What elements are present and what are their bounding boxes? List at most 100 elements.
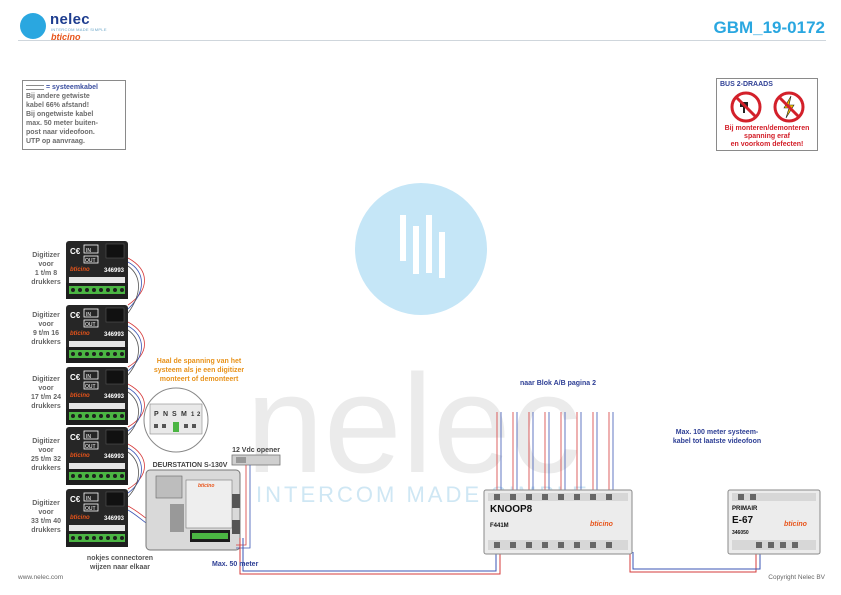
warning-icons [730, 91, 805, 123]
digitizer-label-line: Digitizer [32, 438, 60, 445]
cable-line-icon [26, 84, 44, 90]
station-brand: bticino [198, 483, 214, 489]
out-label: OUT [85, 322, 96, 328]
digitizer-label-line: voor [38, 261, 54, 268]
no-voltage-icon [773, 91, 805, 123]
digitizer-label-line: drukkers [31, 465, 61, 472]
module-code: 346993 [104, 332, 125, 338]
system-cable-note: = systeemkabel Bij andere getwiste kabel… [22, 80, 126, 150]
door-opener-icon [231, 454, 281, 466]
note-line: Bij ongetwiste kabel [26, 111, 94, 118]
terminal-zoom: P N S M 1 2 [143, 387, 209, 453]
digitizer-label-line: voor [38, 509, 54, 516]
out-label: OUT [85, 444, 96, 450]
zoom-note-line: monteert of demonteert [159, 376, 239, 383]
door-station-label: DEURSTATION S-130V [152, 462, 228, 469]
in-label: IN [86, 374, 91, 380]
digitizer-module: C€ IN OUT bticino 346993 [66, 241, 128, 299]
zoom-note: Haal de spanning van het systeem als je … [140, 357, 258, 384]
blok-wires [496, 412, 614, 490]
max-100-line: kabel tot laatste videofoon [672, 438, 762, 445]
digitizer-label-4: Digitizer voor 25 t/m 32 drukkers [22, 437, 70, 473]
ce-mark: C€ [70, 495, 81, 504]
module-brand: bticino [70, 393, 90, 399]
terminal-2: 2 [197, 412, 201, 418]
in-label: IN [86, 496, 91, 502]
bus-cable [239, 538, 761, 575]
digitizer-module: C€ IN OUT bticino 346993 [66, 489, 128, 547]
in-label: IN [86, 248, 91, 254]
note-line: Bij andere getwiste [26, 93, 90, 100]
nokjes-line: nokjes connectoren [86, 555, 154, 562]
digitizer-label-line: Digitizer [32, 312, 60, 319]
digitizer-label-line: Digitizer [32, 376, 60, 383]
nokjes-line: wijzen naar elkaar [90, 564, 150, 571]
watermark-word: nelec [246, 345, 581, 502]
module-brand: bticino [70, 453, 90, 459]
digitizer-label-5: Digitizer voor 33 t/m 40 drukkers [22, 499, 70, 535]
terminal-s: S [172, 411, 177, 418]
opener-wire [236, 465, 247, 546]
digitizer-module: C€ IN OUT bticino 346993 [66, 427, 128, 485]
footer-website[interactable]: www.nelec.com [18, 574, 64, 581]
module-brand: bticino [70, 515, 90, 521]
max-50-note: Max. 50 meter [212, 561, 259, 568]
max-100-line: Max. 100 meter systeem- [675, 429, 759, 436]
digitizer-label-line: Digitizer [32, 252, 60, 259]
e67-unit: PRIMAIR E-67 346050 bticino [727, 489, 821, 555]
note-line: post naar videofoon. [26, 129, 95, 136]
watermark-circle-icon [355, 183, 487, 315]
blok-ab-note: naar Blok A/B pagina 2 [520, 380, 596, 387]
note-title: = systeemkabel [46, 84, 98, 91]
note-line: UTP op aanvraag. [26, 138, 86, 145]
in-label: IN [86, 434, 91, 440]
warning-line: en voorkom defecten! [730, 141, 804, 148]
warning-line: Bij monteren/demonteren [724, 125, 810, 132]
digitizer-label-line: 25 t/m 32 [31, 456, 61, 463]
digitizer-label-line: 33 t/m 40 [31, 518, 61, 525]
note-line: max. 50 meter buiten- [26, 120, 98, 127]
opener-wire [236, 465, 251, 549]
footer-copyright: Copyright Nelec BV [768, 574, 825, 581]
knoop-title: KNOOP8 [490, 504, 533, 515]
module-code: 346993 [104, 268, 125, 274]
ce-mark: C€ [70, 433, 81, 442]
knoop-brand: bticino [590, 521, 614, 528]
header-rule [18, 40, 826, 41]
terminal-n: N [163, 411, 168, 418]
document-code: GBM_19-0172 [713, 18, 825, 37]
module-code: 346993 [104, 394, 125, 400]
logo-tagline: INTERCOM MADE SIMPLE [51, 27, 107, 32]
module-code: 346993 [104, 516, 125, 522]
warning-title: BUS 2-DRAADS [720, 81, 773, 88]
module-brand: bticino [70, 331, 90, 337]
digitizer-label-line: drukkers [31, 279, 61, 286]
warning-text: Bij monteren/demonteren spanning eraf en… [717, 125, 817, 149]
digitizer-label-line: 17 t/m 24 [31, 394, 61, 401]
note-line: kabel 66% afstand! [26, 102, 90, 109]
knoop-code: F441M [490, 523, 509, 529]
terminal-p: P [154, 411, 159, 418]
in-label: IN [86, 312, 91, 318]
terminal-1: 1 [191, 412, 195, 418]
digitizer-label-line: drukkers [31, 403, 61, 410]
ce-mark: C€ [70, 311, 81, 320]
digitizer-module: C€ IN OUT bticino 346993 [66, 305, 128, 363]
zoom-note-line: systeem als je een digitizer [153, 367, 245, 374]
knoop8-distributor: KNOOP8 F441M bticino [483, 489, 633, 555]
module-code: 346993 [104, 454, 125, 460]
digitizer-label-line: 9 t/m 16 [32, 330, 60, 337]
unit-model: E-67 [732, 515, 754, 526]
ce-mark: C€ [70, 373, 81, 382]
nokjes-note: nokjes connectoren wijzen naar elkaar [70, 554, 170, 572]
door-station: bticino [145, 469, 241, 551]
ce-mark: C€ [70, 247, 81, 256]
digitizer-label-line: 1 t/m 8 [34, 270, 58, 277]
module-brand: bticino [70, 267, 90, 273]
digitizer-label-2: Digitizer voor 9 t/m 16 drukkers [22, 311, 70, 347]
digitizer-label-line: voor [38, 321, 54, 328]
unit-top-label: PRIMAIR [732, 506, 758, 512]
digitizer-label-line: voor [38, 385, 54, 392]
digitizer-module: C€ IN OUT bticino 346993 [66, 367, 128, 425]
